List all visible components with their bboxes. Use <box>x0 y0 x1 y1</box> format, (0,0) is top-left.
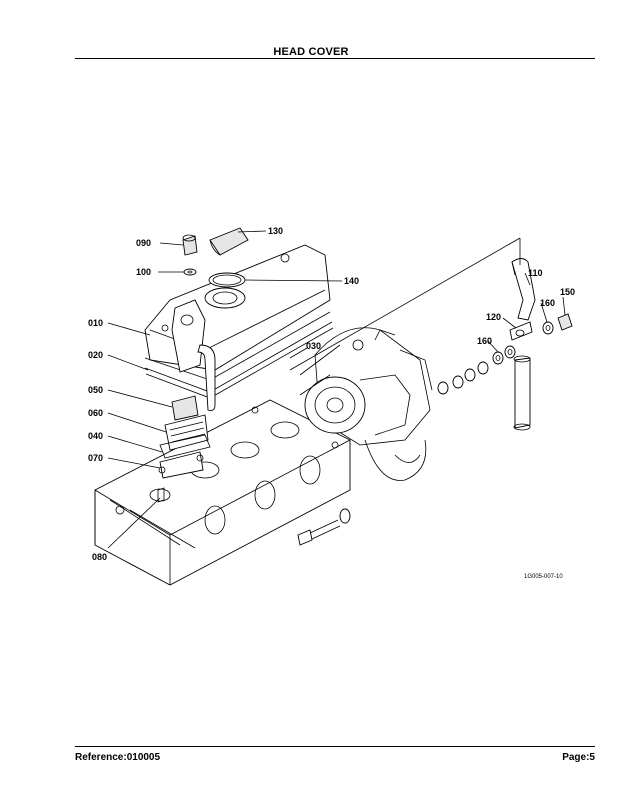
callout-label: 160 <box>540 298 555 308</box>
leader-lines <box>107 230 566 549</box>
reference-label: Reference:010005 <box>75 752 161 763</box>
callout-label: 020 <box>88 350 103 360</box>
page-title: HEAD COVER <box>273 46 349 58</box>
baffle-stack-drawing <box>157 395 211 503</box>
page-number: Page:5 <box>562 752 595 763</box>
callout-label: 130 <box>268 226 283 236</box>
callout-label: 050 <box>88 385 103 395</box>
bolt-drawing <box>297 508 351 546</box>
oil-cap-drawing <box>208 227 249 288</box>
callout-label: 010 <box>88 318 103 328</box>
alternator-drawing <box>299 327 433 481</box>
callout-label: 040 <box>88 431 103 441</box>
head-cover-drawing <box>144 244 334 411</box>
callout-label: 140 <box>344 276 359 286</box>
callout-label: 100 <box>136 267 151 277</box>
callout-label: 070 <box>88 453 103 463</box>
callout-label: 110 <box>528 268 543 278</box>
header-divider <box>75 58 595 59</box>
breather-tube-drawing <box>437 238 573 431</box>
callout-label: 030 <box>306 341 321 351</box>
callout-labels: 090 100 010 020 050 060 040 070 080 130 … <box>88 226 575 562</box>
callout-label: 090 <box>136 238 151 248</box>
callout-label: 080 <box>92 552 107 562</box>
figure-reference-code: 1G005-007-10 <box>524 574 563 580</box>
callout-label: 150 <box>560 287 575 297</box>
callout-label: 160 <box>477 336 492 346</box>
small-cap-drawing <box>182 234 198 276</box>
cylinder-head-drawing <box>94 399 351 586</box>
callout-label: 060 <box>88 408 103 418</box>
footer-divider <box>75 746 595 747</box>
callout-label: 120 <box>486 312 501 322</box>
